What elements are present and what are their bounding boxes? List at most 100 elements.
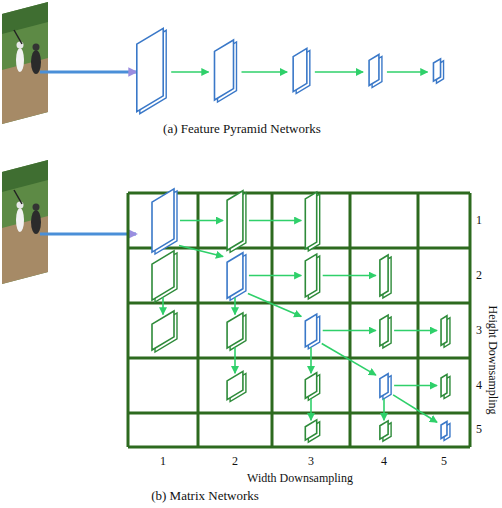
flow-arrow xyxy=(323,330,376,332)
flow-arrows xyxy=(163,72,437,422)
axis-title: Width Downsampling xyxy=(247,472,353,485)
feature-map xyxy=(380,315,391,348)
feature-map xyxy=(305,192,319,251)
feature-map xyxy=(137,28,166,113)
flow-arrow xyxy=(242,71,288,73)
feature-maps xyxy=(137,28,450,442)
bat xyxy=(14,190,22,204)
flow-arrow xyxy=(315,71,363,73)
feature-map xyxy=(227,191,246,253)
flow-arrow xyxy=(383,399,385,420)
row-number: 5 xyxy=(476,423,482,436)
photo-top xyxy=(2,2,48,124)
feature-map-face xyxy=(433,59,440,81)
row-number: 1 xyxy=(476,214,482,227)
subfigure-caption: (a) Feature Pyramid Networks xyxy=(163,122,321,136)
feature-map-face xyxy=(227,313,243,348)
grid-line xyxy=(128,247,470,250)
batter-head xyxy=(17,42,24,49)
feature-map xyxy=(152,189,177,254)
feature-map-face xyxy=(441,422,447,439)
bat xyxy=(14,30,22,44)
feature-map-face xyxy=(380,374,388,398)
flow-arrow xyxy=(171,71,208,73)
flow-arrow xyxy=(323,275,376,277)
feature-map xyxy=(441,422,450,441)
feature-map xyxy=(441,374,450,398)
flow-arrow xyxy=(394,330,437,332)
grid-line xyxy=(127,193,130,447)
umpire-head xyxy=(33,44,40,51)
grid-line xyxy=(128,412,470,415)
feature-map-face xyxy=(305,420,316,440)
feature-map xyxy=(305,254,319,299)
feature-map xyxy=(305,373,319,401)
umpire-head xyxy=(33,204,40,211)
flow-arrow xyxy=(310,399,312,420)
flow-arrow xyxy=(179,246,223,257)
photo-grass xyxy=(2,160,48,192)
feature-map xyxy=(380,374,391,400)
batter-head xyxy=(17,202,24,209)
grid-line xyxy=(128,302,470,305)
feature-map xyxy=(380,255,391,298)
feature-map-face xyxy=(305,373,316,399)
feature-map-face xyxy=(152,189,174,252)
feature-map-face xyxy=(227,191,243,251)
feature-map-face xyxy=(380,421,388,439)
feature-map-face xyxy=(227,371,243,399)
flow-arrow xyxy=(180,220,223,222)
photo-bottom xyxy=(2,160,48,284)
feature-map xyxy=(380,421,391,441)
flow-arrow xyxy=(249,275,301,277)
grid-line xyxy=(128,446,470,449)
batter-figure xyxy=(16,208,24,232)
umpire-figure xyxy=(31,50,41,74)
subfigure-caption: (b) Matrix Networks xyxy=(151,489,259,503)
photo-dirt xyxy=(2,216,48,284)
feature-map-face xyxy=(152,311,174,350)
flow-arrow xyxy=(249,220,301,222)
row-number: 2 xyxy=(476,269,482,282)
feature-map-face xyxy=(214,40,233,100)
flow-arrow xyxy=(234,347,236,373)
feature-map-face xyxy=(305,314,316,347)
flow-arrow xyxy=(387,71,428,73)
feature-map xyxy=(305,420,319,442)
column-number: 4 xyxy=(381,455,387,468)
batter-figure xyxy=(16,48,24,72)
feature-map-face xyxy=(152,251,174,300)
feature-map-face xyxy=(305,192,316,249)
input-arrow xyxy=(40,71,136,74)
feature-map-face xyxy=(369,54,379,85)
grid-line xyxy=(128,192,470,195)
feature-map xyxy=(369,54,382,87)
input-arrow xyxy=(40,233,136,236)
feature-map-face xyxy=(293,48,307,91)
flow-arrow xyxy=(248,294,301,317)
feature-map-face xyxy=(441,316,447,345)
flow-arrow xyxy=(310,347,312,373)
flow-arrow xyxy=(162,298,164,315)
axis-title: Height Downsampling xyxy=(485,306,498,415)
photo-ground xyxy=(2,160,48,284)
flow-arrow xyxy=(234,298,236,315)
feature-map-face xyxy=(380,255,388,296)
column-number: 5 xyxy=(441,455,447,468)
photo-dirt xyxy=(2,58,48,124)
feature-map xyxy=(293,48,310,93)
feature-map-face xyxy=(441,374,447,396)
grid-line xyxy=(469,193,472,447)
feature-map xyxy=(152,311,177,352)
feature-map xyxy=(433,59,443,83)
feature-map xyxy=(227,313,246,350)
grid-line xyxy=(271,193,274,447)
grid-line xyxy=(349,193,352,447)
photo-grass xyxy=(2,2,48,34)
row-number: 3 xyxy=(476,324,482,337)
column-number: 3 xyxy=(308,455,314,468)
feature-map xyxy=(227,371,246,401)
feature-map xyxy=(227,253,246,301)
column-number: 1 xyxy=(160,455,166,468)
